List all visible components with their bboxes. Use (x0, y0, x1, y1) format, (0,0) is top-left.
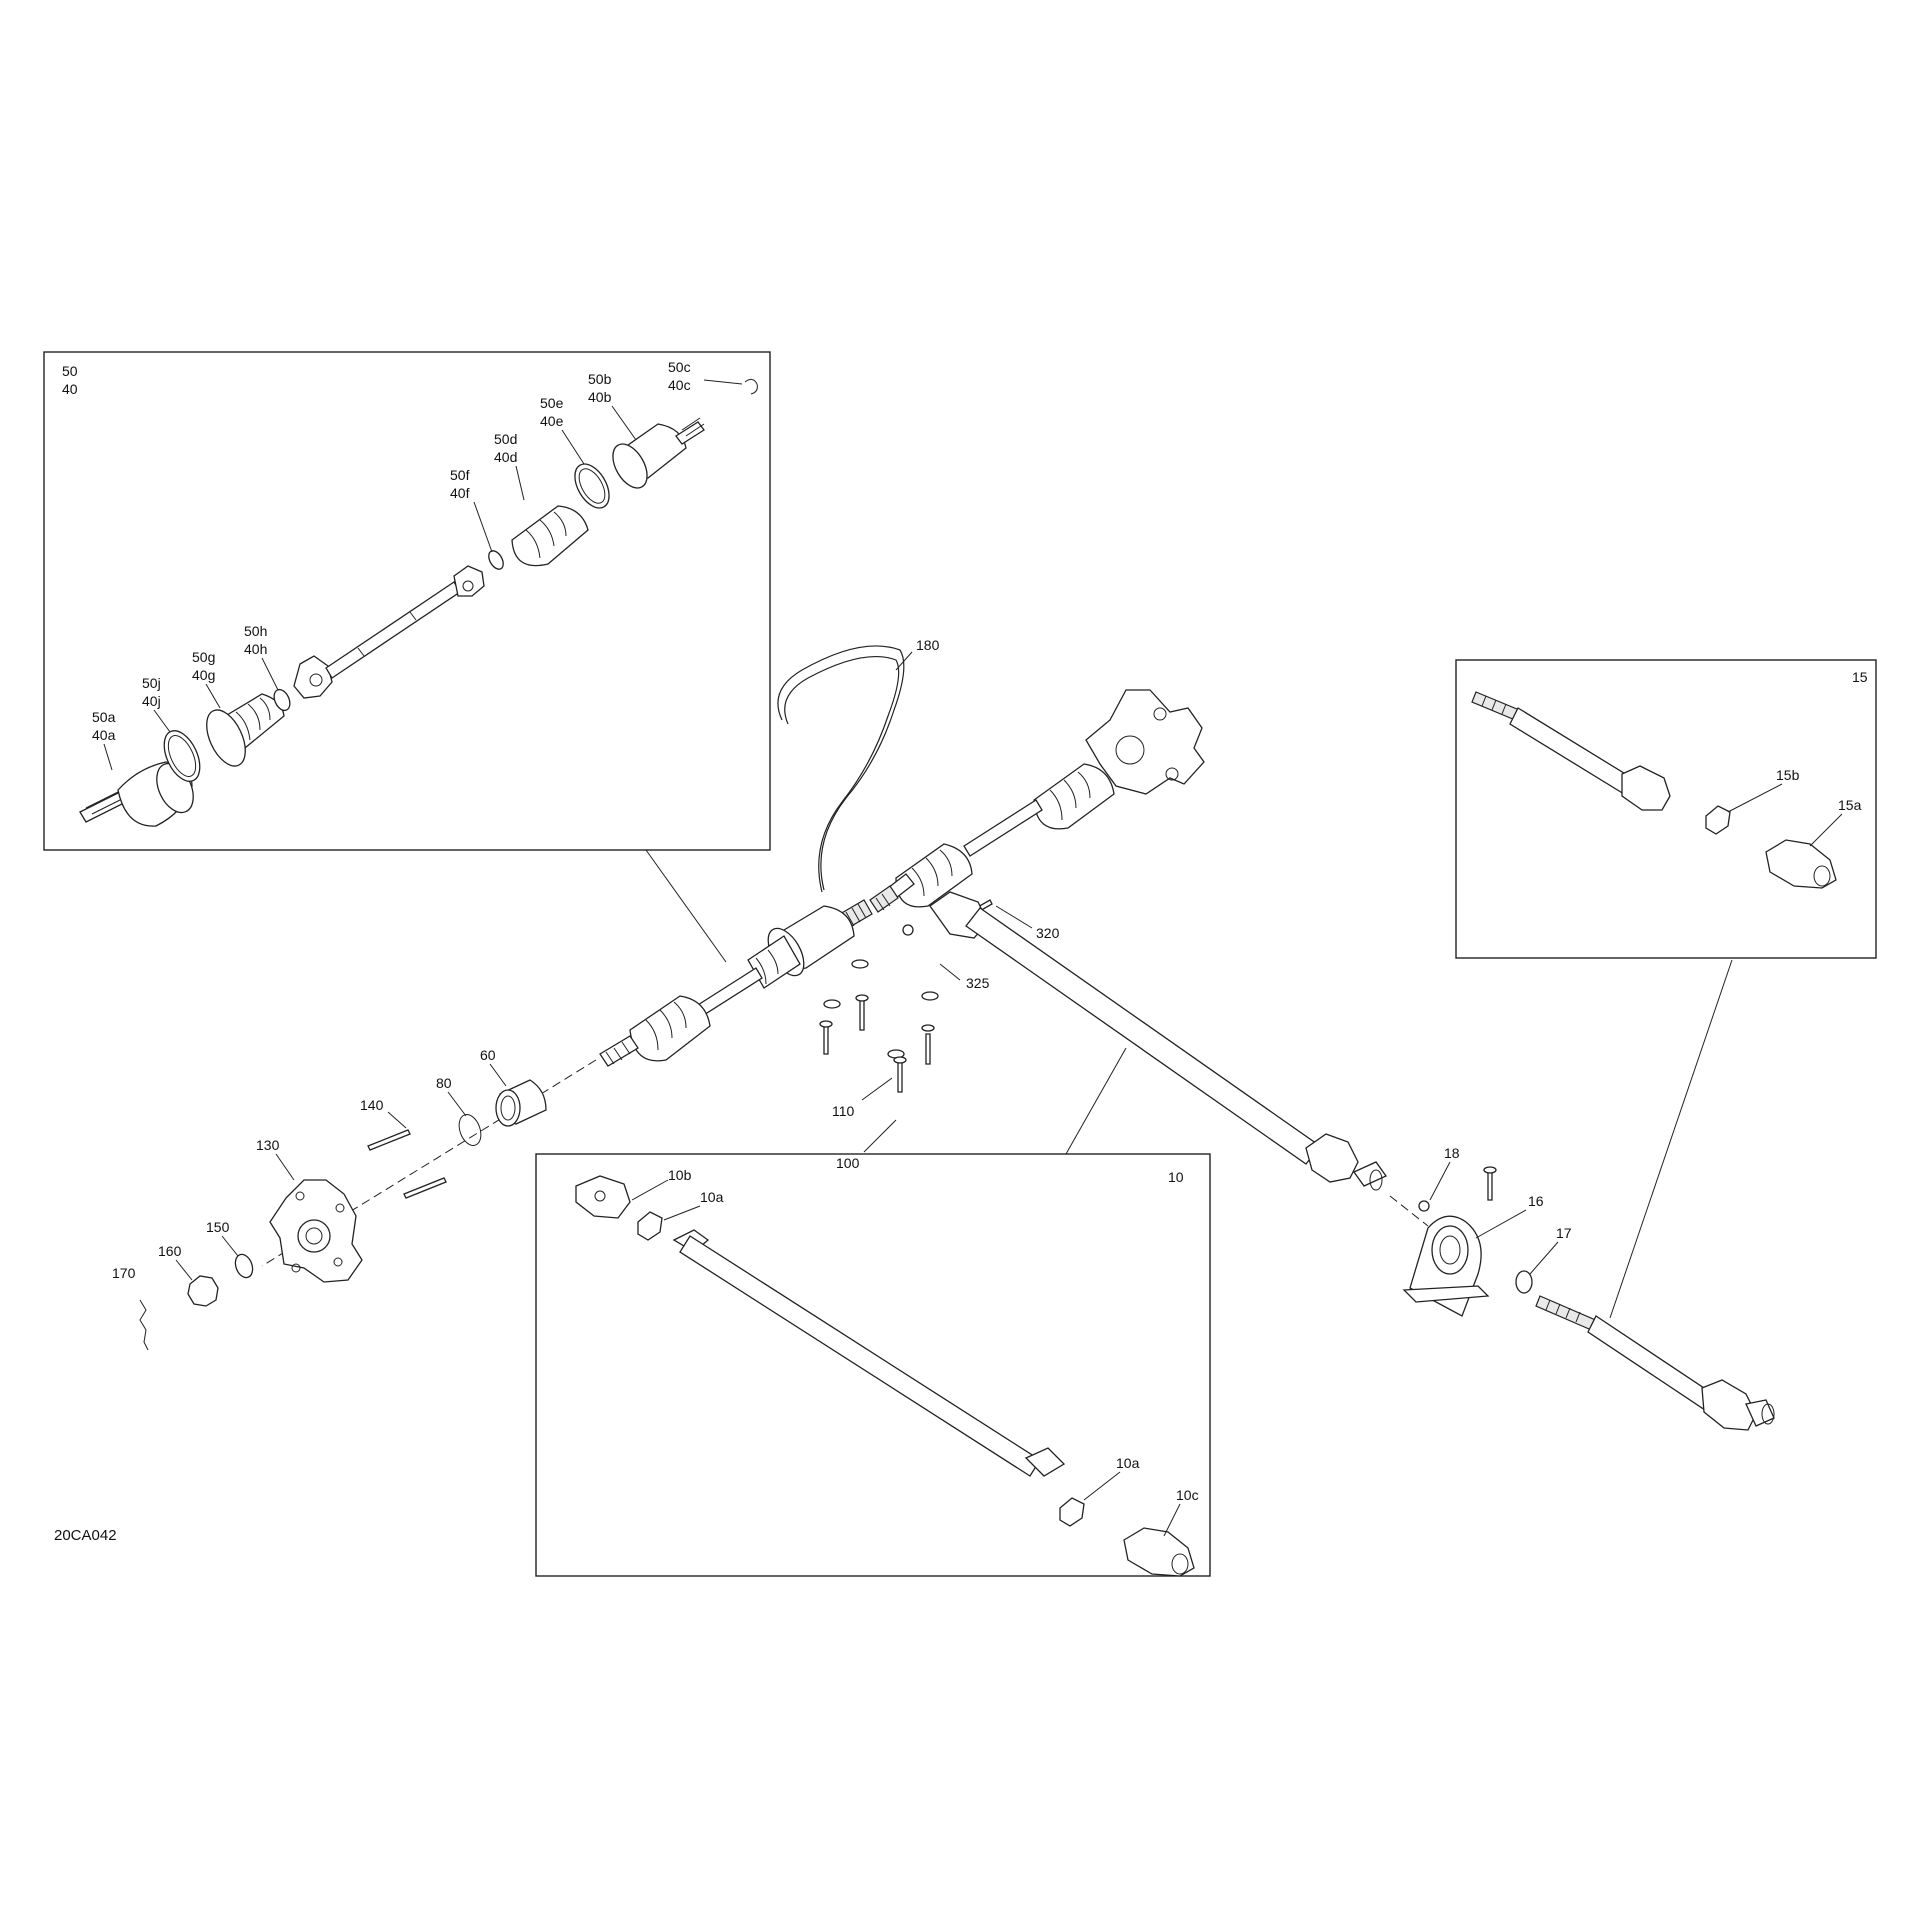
callout-40: 40 (62, 381, 78, 397)
callout-40e: 40e (540, 413, 564, 429)
circlip (744, 378, 758, 395)
axis-dashed-line-bearing (1389, 1195, 1429, 1227)
callout-50b: 50b (588, 371, 612, 387)
inset-50-leader (645, 849, 727, 963)
u-joint-cross-bottom (1059, 1497, 1085, 1527)
callout-40f: 40f (450, 485, 470, 501)
callout-40c: 40c (668, 377, 691, 393)
callout-180: 180 (916, 637, 940, 653)
callout-160: 160 (158, 1243, 182, 1259)
callout-10: 10 (1168, 1169, 1184, 1185)
callout-60: 60 (480, 1047, 496, 1063)
callout-15a: 15a (1838, 797, 1862, 813)
callout-130: 130 (256, 1137, 280, 1153)
inset-drive-shaft-detail: 50 40 (43, 351, 771, 851)
callout-40h: 40h (244, 641, 267, 657)
callout-140: 140 (360, 1097, 384, 1113)
clamp-ring (163, 730, 201, 782)
inner-cv-boot (511, 505, 589, 567)
bearing-bolt-nut (1418, 1200, 1430, 1212)
cv-boot (206, 693, 285, 767)
outer-cv-stub-left (599, 1035, 639, 1067)
inset-10-leader (1065, 1047, 1127, 1155)
callout-50c: 50c (668, 359, 691, 375)
hub-nut (187, 1275, 219, 1307)
wheel-stud-upper (367, 1129, 411, 1151)
seal-ring (1515, 1270, 1533, 1294)
callout-40j: 40j (142, 693, 161, 709)
callout-10c: 10c (1176, 1487, 1199, 1503)
callout-18: 18 (1444, 1145, 1460, 1161)
axle-shaft-right (963, 799, 1043, 857)
rear-propeller-shaft (1535, 1295, 1775, 1431)
callout-50d: 50d (494, 431, 517, 447)
inset-rear-shaft-detail: 15 15b 15a (1455, 659, 1877, 959)
inner-cv-housing (612, 417, 705, 489)
u-joint-cross-15b (1705, 805, 1731, 835)
callout-150: 150 (206, 1219, 230, 1235)
inner-small-clamp (488, 550, 504, 570)
wire-harness-edge (784, 655, 900, 893)
callout-320: 320 (1036, 925, 1060, 941)
inset-box-50 (43, 351, 771, 851)
mounting-bolts (819, 959, 939, 1093)
axle-shaft-with-tripod (293, 565, 485, 699)
callout-50f: 50f (450, 467, 470, 483)
prop-shaft-tube (679, 1235, 1041, 1477)
rear-shaft-yoke (1621, 765, 1671, 811)
rear-shaft-tube (1509, 707, 1633, 795)
callout-15b: 15b (1776, 767, 1800, 783)
wheel-bearing (495, 1079, 547, 1127)
main-front-drive-shaft (599, 689, 1205, 1067)
callout-10b: 10b (668, 1167, 692, 1183)
inset-15-leader (1609, 959, 1733, 1319)
inset-front-prop-shaft-detail: 10 10b 10a 10a 10c (535, 1153, 1211, 1577)
callout-40d: 40d (494, 449, 517, 465)
callout-80: 80 (436, 1075, 452, 1091)
callout-15: 15 (1852, 669, 1868, 685)
wheel-stud-lower (403, 1177, 447, 1199)
callout-50h: 50h (244, 623, 267, 639)
diagram-id: 20CA042 (54, 1527, 117, 1544)
small-clamp (273, 688, 291, 712)
slip-yoke-15a (1765, 839, 1837, 889)
hub-washer (234, 1253, 254, 1279)
callout-50a: 50a (92, 709, 116, 725)
callout-10a-top: 10a (700, 1189, 724, 1205)
slip-yoke-10c (1123, 1527, 1195, 1577)
shaft-yoke-bottom (1024, 1447, 1066, 1477)
callout-325: 325 (966, 975, 990, 991)
bearing-bolt (1487, 1171, 1493, 1201)
u-joint-cross-top (637, 1211, 663, 1241)
callout-16: 16 (1528, 1193, 1544, 1209)
inset-box-10 (535, 1153, 1211, 1577)
outer-boot-left (629, 995, 711, 1062)
callout-100: 100 (836, 1155, 860, 1171)
inset-box-15 (1455, 659, 1877, 959)
callout-50: 50 (62, 363, 78, 379)
wire-harness (777, 645, 905, 891)
front-propeller-shaft (929, 891, 1387, 1191)
inner-boot-right (895, 843, 973, 908)
wheel-hub (269, 1179, 363, 1283)
callout-110: 110 (832, 1103, 855, 1119)
nut-325 (902, 924, 914, 936)
callout-10a-bot: 10a (1116, 1455, 1140, 1471)
bearing-circlip (458, 1114, 482, 1146)
callout-170: 170 (112, 1265, 136, 1281)
callout-50j: 50j (142, 675, 161, 691)
flange-yoke-10b (575, 1175, 631, 1219)
callout-17: 17 (1556, 1225, 1572, 1241)
callout-50g: 50g (192, 649, 215, 665)
callout-50e: 50e (540, 395, 564, 411)
callout-40g: 40g (192, 667, 215, 683)
callout-40a: 40a (92, 727, 116, 743)
callout-40b: 40b (588, 389, 612, 405)
inner-clamp-ring (574, 463, 610, 509)
center-support-bearing (1402, 1215, 1490, 1317)
splined-stub-right (869, 885, 899, 913)
cotter-pin (139, 1299, 149, 1351)
